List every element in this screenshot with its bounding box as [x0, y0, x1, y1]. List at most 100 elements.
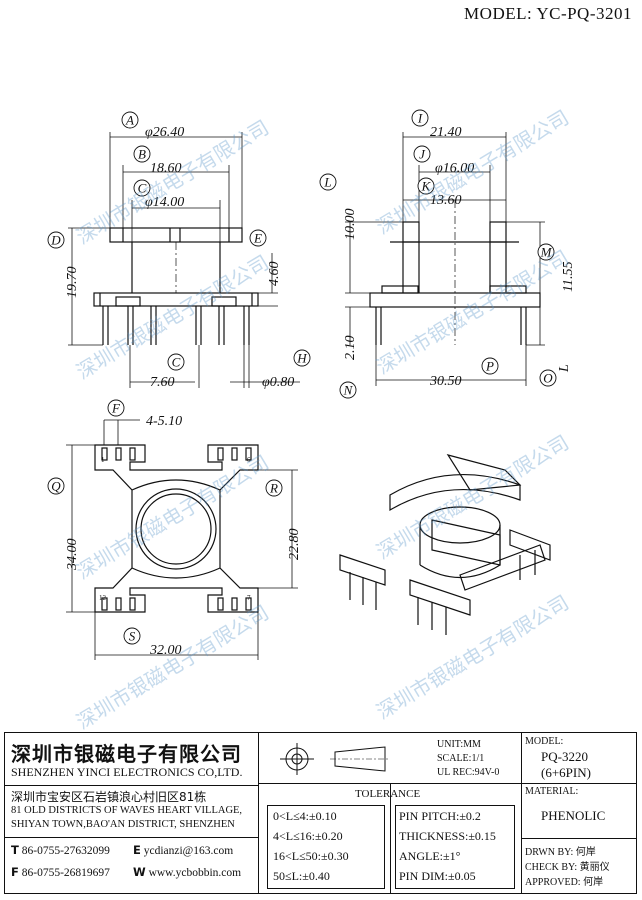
- dim-4-60: 4.60: [267, 262, 282, 287]
- label-l: L: [319, 173, 337, 191]
- tolerance-left-box: [267, 805, 385, 889]
- check-by-label: CHECK BY:: [525, 862, 578, 873]
- address-en-1: 81 OLD DISTRICTS OF WAVES HEART VILLAGE,: [11, 805, 243, 816]
- dim-16-00: φ16.00: [435, 161, 474, 176]
- svg-text:D: D: [50, 233, 61, 248]
- dim-34-00: 34.00: [65, 539, 80, 572]
- side-view-dimensions: [345, 132, 545, 386]
- dim-0-80: φ0.80: [262, 375, 294, 390]
- dim-26-40: φ26.40: [145, 125, 184, 140]
- unit: UNIT:MM: [437, 739, 481, 750]
- svg-text:J: J: [419, 147, 426, 162]
- model-pins: (6+6PIN): [541, 765, 591, 780]
- model-label: MODEL:: [525, 736, 564, 747]
- email-label: E: [133, 843, 141, 857]
- label-s: S: [123, 627, 141, 645]
- dim-l-suffix: L: [557, 364, 572, 373]
- tolerance-right-box: [395, 805, 515, 889]
- svg-text:N: N: [343, 383, 354, 398]
- approved-value: 何岸: [583, 877, 604, 888]
- label-o: O: [539, 369, 557, 387]
- company-name-cn: 深圳市银磁电子有限公司: [11, 742, 242, 766]
- dim-7-60: 7.60: [150, 375, 175, 390]
- label-b: B: [133, 145, 151, 163]
- dim-4-5-10: 4-5.10: [146, 414, 182, 429]
- dim-14-00: φ14.00: [145, 195, 184, 210]
- label-m: M: [537, 243, 555, 261]
- fax-label: F: [11, 865, 19, 879]
- company-name-en: SHENZHEN YINCI ELECTRONICS CO,LTD.: [11, 765, 243, 779]
- model-value: PQ-3220: [541, 749, 588, 764]
- dim-22-80: 22.80: [287, 529, 302, 561]
- material-label: MATERIAL:: [525, 786, 579, 797]
- pin-label-1: 1: [101, 456, 105, 464]
- svg-text:I: I: [417, 111, 423, 126]
- dim-30-50: 30.50: [429, 374, 462, 389]
- address-en-2: SHIYAN TOWN,BAO'AN DISTRICT, SHENZHEN: [11, 819, 235, 830]
- check-by-value: 黄丽仪: [579, 862, 610, 873]
- dim-11-55: 11.55: [561, 262, 576, 292]
- material-value: PHENOLIC: [541, 808, 606, 823]
- approved-label: APPROVED:: [525, 877, 581, 888]
- svg-text:M: M: [540, 245, 553, 260]
- svg-text:R: R: [269, 481, 278, 496]
- tol-right-0: PIN PITCH:±0.2: [399, 809, 481, 823]
- label-i: I: [411, 109, 429, 127]
- top-view-dimensions: [66, 419, 298, 660]
- tol-left-1: 4<L≤16:±0.20: [273, 829, 343, 843]
- projection-symbol: [280, 743, 390, 775]
- label-n: N: [339, 381, 357, 399]
- label-k: K: [417, 177, 435, 195]
- tol-left-2: 16<L≤50:±0.30: [273, 849, 349, 863]
- svg-text:E: E: [253, 231, 262, 246]
- svg-text:B: B: [138, 147, 146, 162]
- website: www.ycbobbin.com: [148, 867, 242, 879]
- tel-label: T: [11, 843, 19, 857]
- title-block: 深圳市银磁电子有限公司 SHENZHEN YINCI ELECTRONICS C…: [4, 732, 637, 894]
- web-label: W: [133, 865, 146, 879]
- svg-text:A: A: [125, 113, 134, 128]
- label-e: E: [249, 229, 267, 247]
- svg-text:L: L: [323, 175, 331, 190]
- label-a: A: [121, 111, 139, 129]
- front-view-outline: [93, 227, 259, 345]
- label-h: H: [293, 349, 311, 367]
- label-c: C: [133, 179, 151, 197]
- drawn-by-value: 何岸: [575, 847, 596, 858]
- address-cn: 深圳市宝安区石岩镇浪心村旧区81栋: [11, 790, 207, 804]
- tol-right-1: THICKNESS:±0.15: [399, 829, 496, 843]
- pin-label-7: 7: [247, 594, 251, 602]
- svg-text:S: S: [129, 629, 136, 644]
- svg-text:P: P: [485, 359, 494, 374]
- label-f: F: [107, 399, 125, 417]
- svg-text:C: C: [138, 181, 147, 196]
- model-title: MODEL: YC-PQ-3201: [464, 4, 632, 23]
- drawn-by-label: DRWN BY:: [525, 847, 574, 858]
- pin-label-12: 12: [99, 594, 107, 602]
- tol-left-0: 0<L≤4:±0.10: [273, 809, 337, 823]
- dim-21-40: 21.40: [430, 125, 462, 140]
- dim-19-70: 19.70: [65, 267, 80, 299]
- label-d: D: [47, 231, 65, 249]
- front-view-dimensions: [68, 132, 300, 388]
- svg-text:H: H: [296, 351, 307, 366]
- scale: SCALE:1/1: [437, 753, 485, 764]
- svg-text:C: C: [172, 355, 181, 370]
- isometric-view: [339, 454, 551, 635]
- label-p: P: [481, 357, 499, 375]
- tel-number: 86-0755-27632099: [21, 845, 110, 857]
- pin-label-6: 6: [247, 456, 251, 464]
- tol-right-3: PIN DIM:±0.05: [399, 869, 476, 883]
- dim-18-60: 18.60: [150, 161, 182, 176]
- dim-2-10: 2.10: [343, 336, 358, 361]
- tol-right-2: ANGLE:±1°: [399, 849, 461, 863]
- label-c2: C: [167, 353, 185, 371]
- label-q: Q: [47, 477, 65, 495]
- label-r: R: [265, 479, 283, 497]
- label-j: J: [413, 145, 431, 163]
- tol-left-3: 50≤L:±0.40: [273, 869, 330, 883]
- dim-13-60: 13.60: [430, 193, 462, 208]
- dim-10-00: 10.00: [343, 209, 358, 241]
- tolerance-title: TOLERANCE: [355, 788, 421, 800]
